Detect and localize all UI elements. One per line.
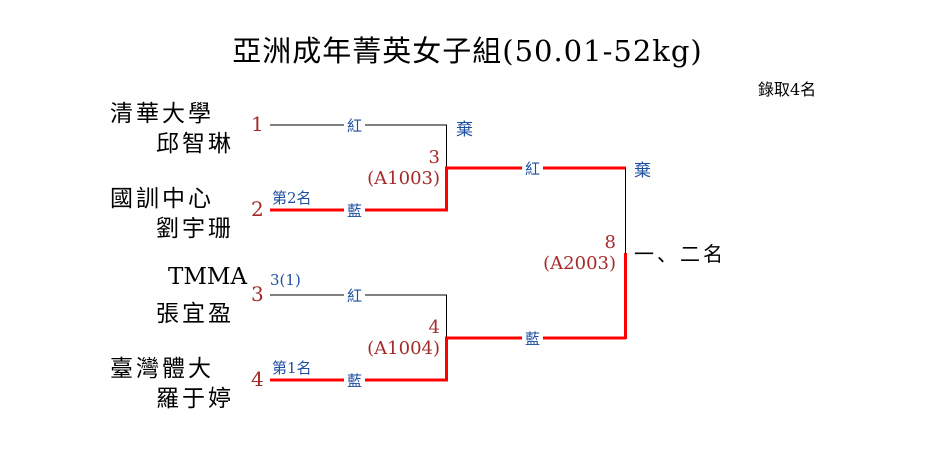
match-4-blue-corner: 藍 <box>344 370 366 391</box>
entrant-2-team: 國訓中心 <box>110 186 214 212</box>
entrant-4-name: 羅于婷 <box>156 386 234 412</box>
entrant-4-note: 第1名 <box>272 359 312 377</box>
match-8-result-note: 棄 <box>634 156 651 181</box>
entrant-1-name: 邱智琳 <box>156 131 234 157</box>
entrant-2-seed: 2 <box>251 197 264 221</box>
entrant-2-name: 劉宇珊 <box>156 216 234 242</box>
final-placement-label: 一、二名 <box>634 242 726 266</box>
match-8-number: 8 <box>604 232 616 253</box>
match-3-label: 3 (A1003) <box>350 147 440 189</box>
entrant-3-seed: 3 <box>251 282 264 306</box>
match-3-result-note: 棄 <box>456 115 473 140</box>
page-title: 亞洲成年菁英女子組(50.01-52kg) <box>232 34 703 68</box>
match-4-red-corner: 紅 <box>344 285 366 306</box>
match-4-label: 4 (A1004) <box>350 317 440 359</box>
match-3-blue-corner: 藍 <box>344 200 366 221</box>
match-3-number: 3 <box>428 147 440 168</box>
match-8-blue-corner: 藍 <box>522 328 544 349</box>
entrant-4-seed: 4 <box>251 367 264 391</box>
entrant-3-note: 3(1) <box>270 271 301 289</box>
match-4-code: (A1004) <box>367 338 440 359</box>
entrant-1-seed: 1 <box>251 112 264 136</box>
match-8-label: 8 (A2003) <box>522 232 616 274</box>
match-8-red-corner: 紅 <box>522 158 544 179</box>
entrant-4-team: 臺灣體大 <box>110 356 214 382</box>
entrant-1-team: 清華大學 <box>110 101 214 127</box>
quota-label: 錄取4名 <box>758 80 817 99</box>
entrant-2-note: 第2名 <box>272 189 312 207</box>
match-8-code: (A2003) <box>543 253 616 274</box>
match-3-red-corner: 紅 <box>344 115 366 136</box>
entrant-3-name: 張宜盈 <box>156 301 234 327</box>
match-4-number: 4 <box>428 317 440 338</box>
match-3-code: (A1003) <box>367 168 440 189</box>
entrant-3-team: TMMA <box>168 264 248 290</box>
